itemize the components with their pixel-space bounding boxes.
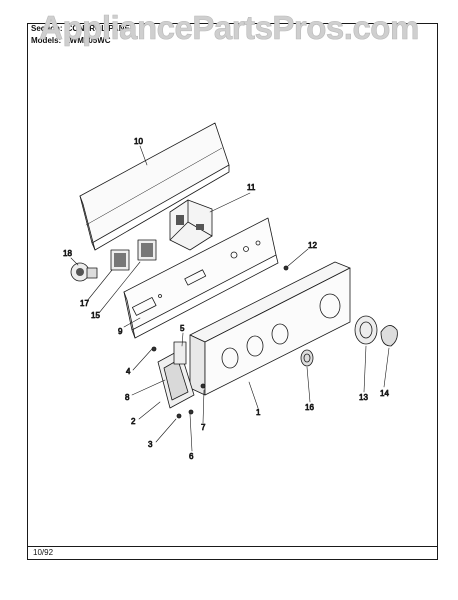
callout-5: 5 [180,324,185,333]
callout-11: 11 [247,183,256,192]
diagram-frame [27,23,438,560]
models-header: Models:LWM205WC [31,36,111,45]
callout-9: 9 [118,327,123,336]
callout-7: 7 [201,423,206,432]
knob-16 [300,349,314,367]
rear-shield-panel [79,122,230,251]
control-console [189,261,351,396]
callout-6: 6 [189,452,194,461]
selector-switch [70,262,98,282]
models-value: LWM205WC [65,36,111,45]
callout-1: 1 [256,408,261,417]
callout-numbers: 10 11 12 18 17 15 9 5 4 8 2 3 6 7 1 16 1… [63,137,390,462]
callout-3: 3 [148,440,153,449]
callout-17: 17 [80,299,89,308]
models-label: Models: [31,36,62,45]
callout-12: 12 [308,241,317,250]
footer-date: 10/92 [33,548,54,557]
dial-skirt-13 [354,315,378,345]
section-label: Section: [31,24,63,33]
screw-12 [283,265,289,271]
callout-13: 13 [359,393,368,402]
dial-knob-14 [380,325,398,347]
callout-2: 2 [131,417,136,426]
callout-15: 15 [91,311,100,320]
callout-16: 16 [305,403,314,412]
section-header: Section:CONTROL PANEL [31,24,135,33]
callout-4: 4 [126,367,131,376]
switch-parts [110,239,157,271]
callout-leaders [70,145,390,452]
callout-18: 18 [63,249,72,258]
section-value: CONTROL PANEL [66,24,135,33]
footer-divider [27,546,438,547]
end-cap-bracket [157,341,195,409]
timer-part [169,199,213,251]
callout-14: 14 [380,389,389,398]
control-panel-backplate [123,217,279,339]
callout-8: 8 [125,393,130,402]
callout-10: 10 [134,137,143,146]
